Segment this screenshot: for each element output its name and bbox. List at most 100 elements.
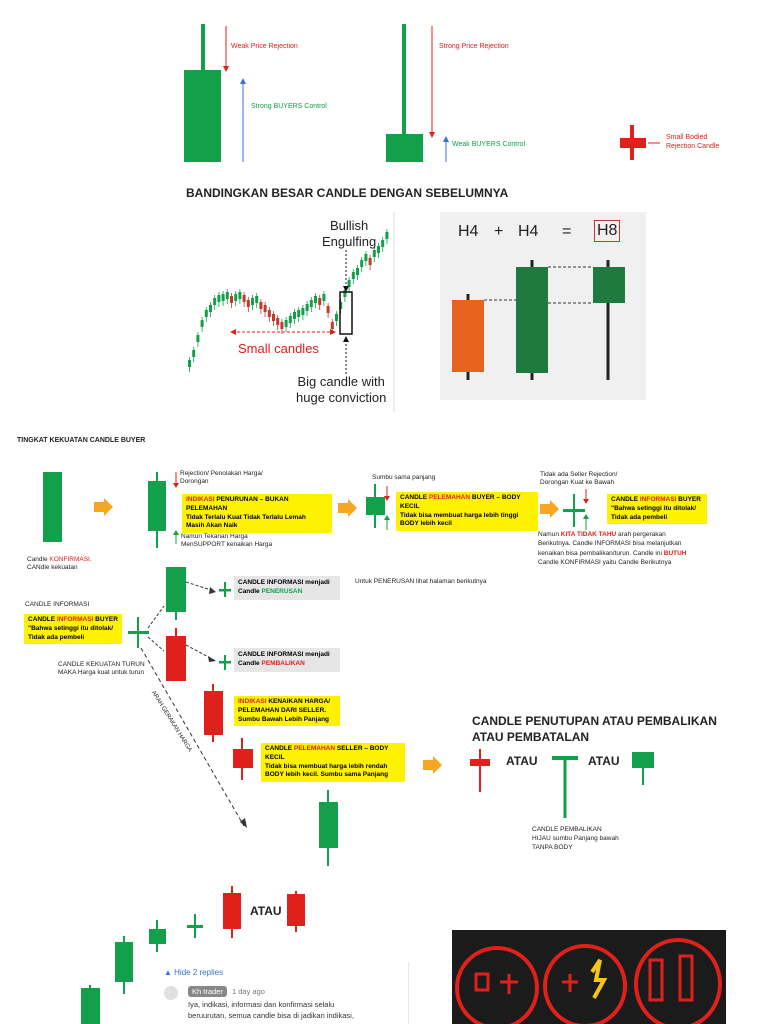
mini-candle-body bbox=[192, 350, 196, 357]
reverse-box: CANDLE INFORMASI menjadi Candle PEMBALIK… bbox=[234, 648, 340, 672]
reverse-hl: PEMBALIKAN bbox=[261, 659, 305, 667]
mini-candle-body bbox=[276, 318, 280, 325]
mini-candle-body bbox=[330, 322, 334, 329]
seller-weak-rest: SELLER – BODY KECIL Tidak bisa membuat h… bbox=[265, 745, 389, 779]
weak-rejection-label: Weak Price Rejection bbox=[231, 43, 298, 50]
mini-candle-body bbox=[314, 296, 317, 303]
mini-candle-body bbox=[297, 310, 301, 317]
col4-box: CANDLE INFORMASI BUYER "Bahwa setinggi i… bbox=[607, 494, 707, 525]
col3-hl: PELEMAHAN bbox=[428, 494, 471, 501]
continue-box: CANDLE INFORMASI menjadi Candle PENERUSA… bbox=[234, 576, 340, 600]
col4-note-hl2: BUTUH bbox=[663, 549, 687, 557]
mini-candle-body bbox=[343, 290, 347, 297]
seller-weak-pre: CANDLE bbox=[265, 745, 294, 752]
col3-box: CANDLE PELEMAHAN BUYER – BODY KECIL Tida… bbox=[396, 492, 538, 532]
indication-rest: KENAIKAN HARGA/ PELEMAHAN DARI SELLER. S… bbox=[238, 698, 331, 723]
info-box-pre: CANDLE bbox=[28, 616, 57, 623]
seller-weak-box: CANDLE PELEMAHAN SELLER – BODY KECIL Tid… bbox=[261, 743, 405, 783]
hide-replies-link[interactable]: ▲ Hide 2 replies bbox=[164, 968, 223, 978]
comment-text: Iya, indikasi, informasi dan konfirmasi … bbox=[188, 1000, 354, 1020]
info-box-rest: BUYER "Bahwa setinggi itu ditolak/ Tidak… bbox=[28, 616, 118, 641]
strong-rejection-label: Strong Price Rejection bbox=[439, 43, 509, 50]
col1-highlight: KONFIRMASI, bbox=[49, 556, 92, 563]
strong-buyers-label: Strong BUYERS Control bbox=[251, 103, 327, 110]
mini-candle-body bbox=[318, 298, 322, 305]
mini-candle-body bbox=[217, 295, 221, 302]
mini-candle-body bbox=[204, 310, 208, 317]
avatar[interactable] bbox=[164, 986, 178, 1000]
mini-candle-body bbox=[293, 312, 296, 319]
mini-candle-body bbox=[309, 300, 313, 307]
mini-candle-body bbox=[322, 294, 326, 301]
mini-candle-body bbox=[221, 294, 225, 301]
big-candle-label: Big candle with huge conviction bbox=[296, 374, 387, 405]
hide-replies-label: Hide 2 replies bbox=[174, 968, 224, 977]
bottom-atau: ATAU bbox=[250, 904, 282, 918]
mini-candle-body bbox=[280, 322, 284, 329]
strength-down-note: CANDLE KEKUATAN TURUN MAKA Harga kuat un… bbox=[58, 661, 145, 677]
bullish-engulfing-label: Bullish Engulfing bbox=[322, 218, 377, 249]
mini-candle-body bbox=[364, 254, 368, 261]
col2-box-hl: INDIKASI bbox=[186, 496, 215, 503]
mini-candle-body bbox=[381, 240, 385, 247]
mini-candle-body bbox=[335, 314, 338, 321]
comment-time: 1 day ago bbox=[232, 987, 265, 996]
col4-rest: BUYER "Bahwa setinggi itu ditolak/ Tidak… bbox=[611, 496, 701, 521]
closing-atau-2: ATAU bbox=[588, 754, 620, 768]
continue-pre: CANDLE INFORMASI menjadi Candle bbox=[238, 579, 330, 595]
comment-author[interactable]: Kh trader bbox=[188, 986, 227, 998]
mini-candle-body bbox=[360, 260, 364, 267]
compare-title: BANDINGKAN BESAR CANDLE DENGAN SEBELUMNY… bbox=[186, 186, 509, 200]
indication-box: INDIKASI KENAIKAN HARGA/ PELEMAHAN DARI … bbox=[234, 696, 340, 727]
closing-atau-1: ATAU bbox=[506, 754, 538, 768]
col4-hl: INFORMASI bbox=[639, 496, 677, 503]
mini-candle-body bbox=[242, 295, 246, 302]
engulfing-chart-svg bbox=[188, 212, 395, 412]
h-candles bbox=[452, 260, 625, 380]
mini-candle-body bbox=[196, 335, 200, 342]
mini-candle-body bbox=[255, 296, 259, 303]
mini-candle-body bbox=[263, 305, 267, 312]
h4-label-b: H4 bbox=[518, 223, 539, 240]
mini-candle-body bbox=[326, 306, 330, 313]
mini-candle-body bbox=[305, 304, 309, 311]
h4-label-a: H4 bbox=[458, 223, 479, 240]
col4-note-hl: KITA TIDAK TAHU bbox=[560, 531, 617, 538]
mini-candle-body bbox=[188, 360, 191, 367]
col4-note: Namun KITA TIDAK TAHU arah pergerakan Be… bbox=[538, 530, 687, 568]
mini-candle-body bbox=[351, 272, 355, 279]
col2-bottom-note: Namun Tekanan Harga MenSUPPORT kenaikan … bbox=[181, 533, 273, 549]
mini-candle-body bbox=[377, 246, 380, 253]
seller-weak-hl: PELEMAHAN bbox=[293, 745, 336, 752]
col2-box: INDIKASI PENURUNAN – BUKAN PELEMAHAN Tid… bbox=[182, 494, 332, 534]
closing-title: CANDLE PENUTUPAN ATAU PEMBALIKAN ATAU PE… bbox=[472, 714, 717, 745]
mini-candle-body bbox=[385, 232, 389, 239]
indication-hl: INDIKASI bbox=[238, 698, 267, 705]
col1-note: Candle KONFIRMASI, CANdle kekuatan bbox=[27, 556, 117, 572]
video-thumbnail[interactable] bbox=[452, 930, 726, 1024]
mini-candle-body bbox=[347, 280, 351, 287]
continue-hl: PENERUSAN bbox=[261, 587, 303, 595]
col3-top-note: Sumbu sama panjang bbox=[372, 474, 436, 481]
mini-candle-body bbox=[209, 305, 212, 312]
equals-sign: = bbox=[562, 223, 572, 240]
weak-buyers-label: Weak BUYERS Control bbox=[452, 141, 526, 148]
mini-candle-body bbox=[230, 296, 233, 303]
mini-candle-body bbox=[200, 320, 204, 327]
small-bodied-label: Small Bodied Rejection Candle bbox=[666, 134, 720, 150]
mini-candle-body bbox=[368, 258, 372, 265]
col4-note-mid: arah pergerakan Berikutnya. Candle INFOR… bbox=[538, 531, 682, 557]
mini-candle-body bbox=[234, 294, 238, 301]
col4-top-note: Tidak ada Seller Rejection/ Dorongan Kua… bbox=[540, 471, 618, 487]
mini-candle-body bbox=[246, 300, 250, 307]
reverse-pre: CANDLE INFORMASI menjadi Candle bbox=[238, 651, 330, 667]
mini-candle-body bbox=[301, 308, 305, 315]
mini-candle-body bbox=[272, 314, 275, 321]
col1-line2: CANdle kekuatan bbox=[27, 564, 78, 572]
plus-sign: + bbox=[494, 223, 504, 240]
col4-pre: CANDLE bbox=[611, 496, 640, 503]
next-page-note: Untuk PENERUSAN lihat halaman berikutnya bbox=[355, 578, 487, 585]
mini-candle-body bbox=[251, 298, 254, 305]
h8-label: H8 bbox=[594, 220, 621, 242]
